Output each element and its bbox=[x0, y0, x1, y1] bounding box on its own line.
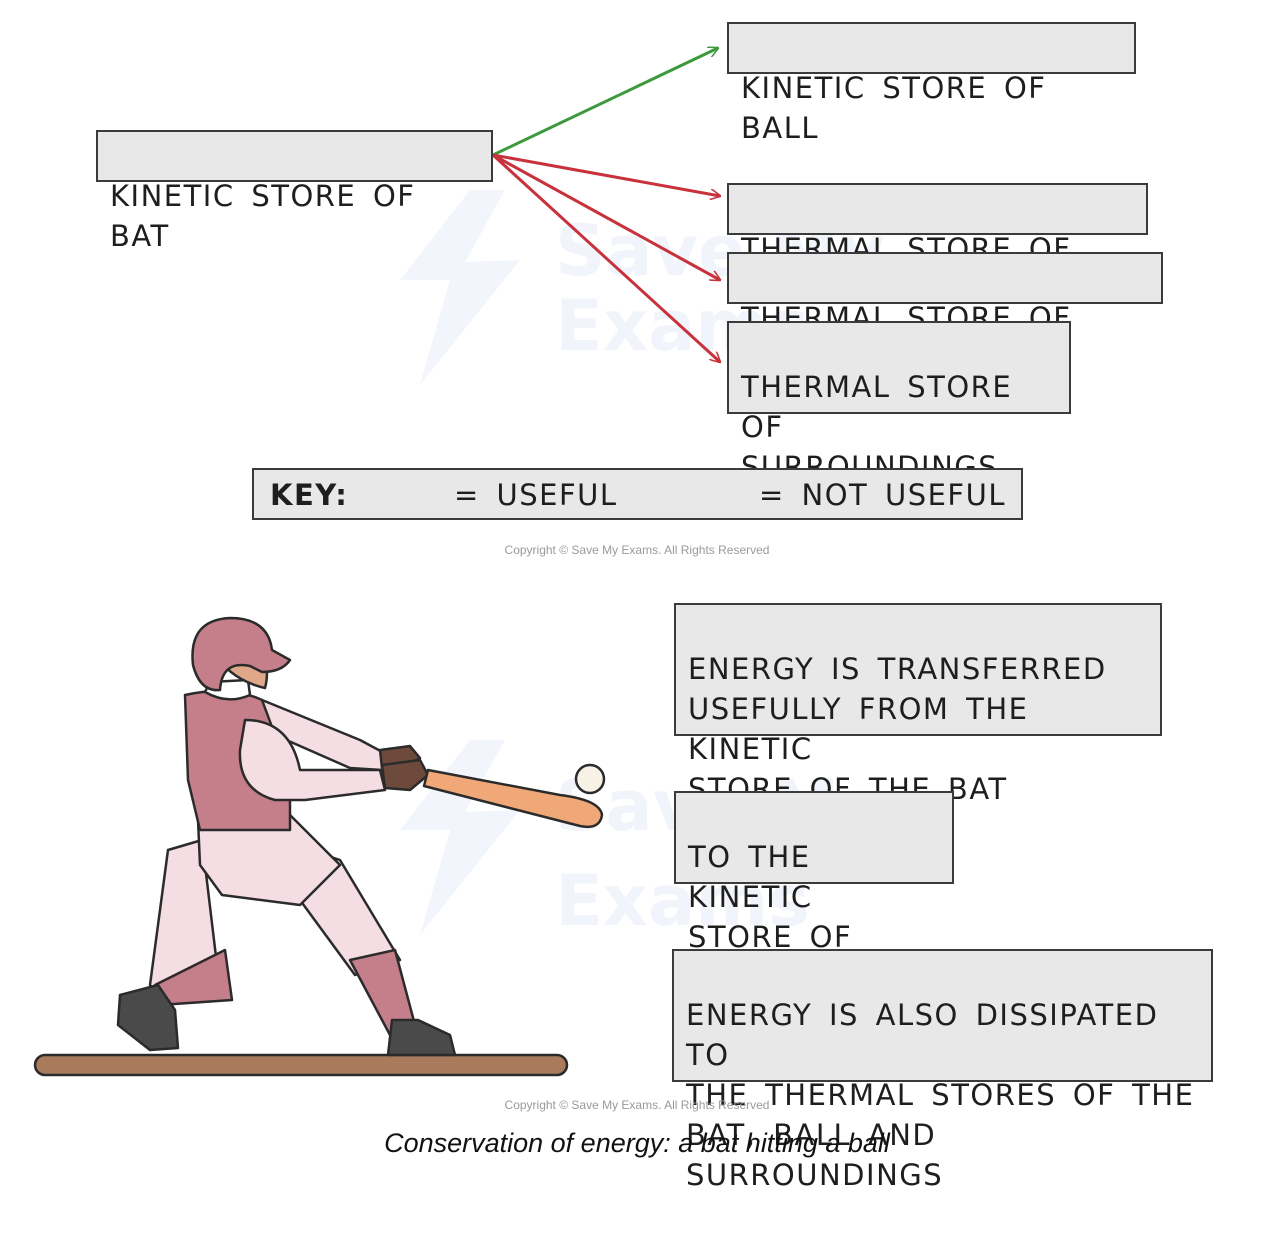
key-not-useful-label: = NOT USEFUL bbox=[759, 478, 1006, 512]
arrow-wasted-to-thermal-surroundings bbox=[491, 153, 720, 362]
explanation-text: ENERGY IS ALSO DISSIPATED TO THE THERMAL… bbox=[686, 998, 1195, 1192]
key-legend: KEY: = USEFUL = NOT USEFUL bbox=[252, 468, 1023, 520]
front-shoe-icon bbox=[386, 1018, 457, 1057]
watermark-logo-icon bbox=[400, 190, 520, 935]
diagram-stage: Save My Exams Save My Exams bbox=[33, 0, 1213, 1192]
arrow-wasted-to-thermal-bat bbox=[492, 153, 720, 196]
copyright-bottom: Copyright © Save My Exams. All Rights Re… bbox=[504, 1098, 770, 1112]
ball-icon bbox=[574, 763, 606, 795]
target-label: KINETIC STORE OF BALL bbox=[741, 71, 1047, 145]
helmet-icon bbox=[191, 616, 292, 692]
copyright-top: Copyright © Save My Exams. All Rights Re… bbox=[504, 543, 770, 557]
target-kinetic-ball-box: KINETIC STORE OF BALL bbox=[727, 22, 1136, 145]
figure-caption: Conservation of energy: a bat hitting a … bbox=[384, 1128, 890, 1158]
arrow-wasted-to-thermal-ball bbox=[492, 153, 720, 280]
explanation-text: ENERGY IS TRANSFERRED USEFULLY FROM THE … bbox=[688, 652, 1107, 806]
target-thermal-bat-box: THERMAL STORE OF BAT bbox=[727, 183, 1148, 306]
diagram-graphics: Save My Exams Save My Exams bbox=[33, 0, 885, 1077]
explanation-dissipated-box: ENERGY IS ALSO DISSIPATED TO THE THERMAL… bbox=[672, 949, 1213, 1192]
key-useful-label: = USEFUL bbox=[454, 478, 618, 512]
back-shoe-icon bbox=[116, 983, 180, 1052]
explanation-kinetic-ball-box: TO THE KINETIC STORE OF BALL bbox=[674, 791, 954, 994]
source-kinetic-bat-box: KINETIC STORE OF BAT bbox=[96, 130, 493, 253]
baseball-player-illustration bbox=[33, 616, 606, 1077]
target-thermal-surroundings-box: THERMAL STORE OF SURROUNDINGS bbox=[727, 321, 1071, 484]
bat-icon bbox=[422, 768, 604, 829]
ground-icon bbox=[33, 1053, 569, 1077]
key-title: KEY: bbox=[270, 478, 349, 512]
arrow-useful-to-kinetic-ball bbox=[492, 48, 718, 157]
explanation-useful-transfer-box: ENERGY IS TRANSFERRED USEFULLY FROM THE … bbox=[674, 603, 1162, 806]
source-label: KINETIC STORE OF BAT bbox=[110, 179, 416, 253]
target-thermal-ball-box: THERMAL STORE OF BALL bbox=[727, 252, 1163, 375]
